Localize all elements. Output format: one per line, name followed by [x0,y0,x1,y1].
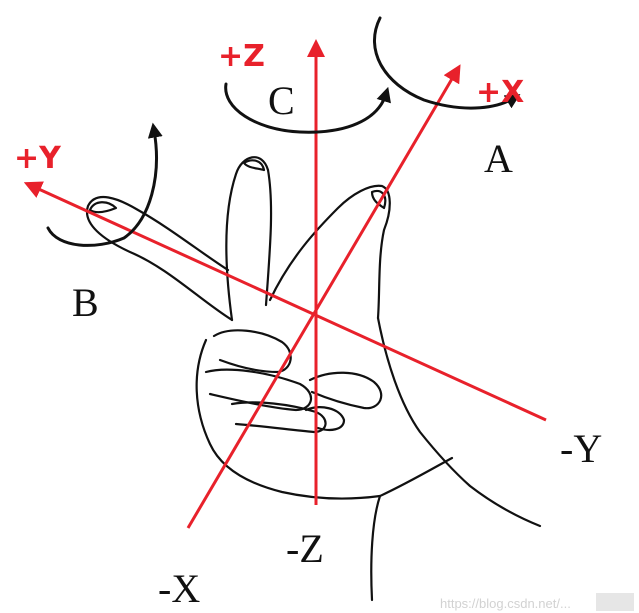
y-axis [23,181,547,422]
label-pos-x: +X [476,75,524,110]
label-pos-y: +Y [14,141,62,176]
rotation-arrow-c [224,82,391,134]
label-rotation-b: B [72,280,99,325]
label-rotation-c: C [268,78,295,123]
axes [23,39,547,529]
rotation-arrow-a [373,16,521,110]
rotation-arrows [46,16,521,247]
hand-sketch [85,156,542,602]
x-axis [186,64,461,529]
label-neg-x: -X [158,566,200,611]
label-rotation-a: A [484,136,513,181]
watermark-badge [596,593,634,611]
label-pos-z: +Z [218,39,265,74]
rotation-arrow-b [46,122,163,247]
label-neg-y: -Y [560,426,602,471]
watermark: https://blog.csdn.net/... [440,596,571,611]
label-neg-z: -Z [286,526,324,571]
